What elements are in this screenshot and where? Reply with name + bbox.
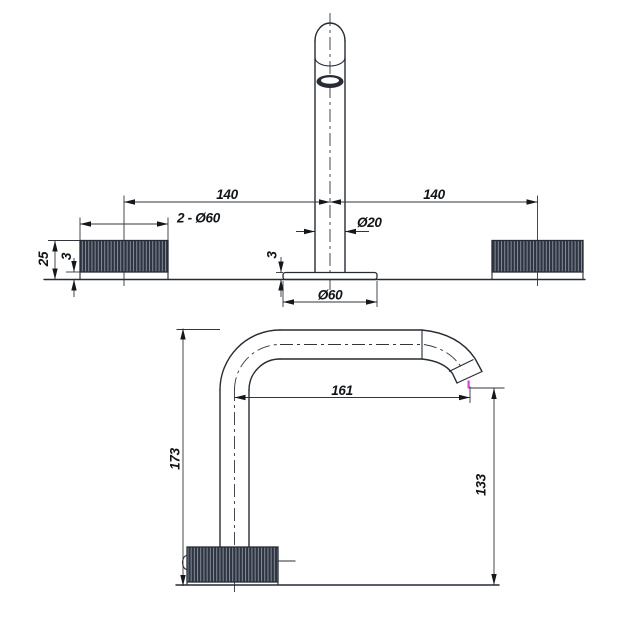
- side-dimension-lines: [176, 328, 505, 586]
- dim-label-flange-thickness: 3: [265, 251, 280, 259]
- dim-label-spacing-right: 140: [423, 187, 445, 202]
- dim-label-spout-reach: 161: [331, 383, 353, 398]
- spout-side: [219, 329, 483, 548]
- dim-label-spout-diameter: Ø20: [357, 215, 382, 230]
- side-view: 161 173 133: [168, 328, 505, 592]
- side-arrowheads: [180, 328, 497, 586]
- dim-label-flange-diameter: Ø60: [318, 288, 343, 303]
- dim-label-total-height: 173: [168, 447, 183, 469]
- dim-label-outlet-height: 133: [474, 473, 489, 495]
- dim-label-spacing-left: 140: [216, 187, 238, 202]
- front-arrowheads: [52, 199, 538, 305]
- handle-left: [79, 239, 169, 280]
- spout-front: [282, 22, 378, 281]
- handle-right: [491, 239, 584, 280]
- handle-side: [181, 546, 296, 585]
- front-view: 140 140 2 - Ø60 Ø20 Ø60 25 3 3: [36, 13, 586, 307]
- cad-artifact-mark: [467, 380, 470, 389]
- dim-label-handle-height: 25: [36, 251, 51, 267]
- spout-flange: [282, 271, 378, 281]
- dim-label-handle-diameter: 2 - Ø60: [176, 211, 221, 226]
- dim-label-handle-base: 3: [59, 252, 74, 260]
